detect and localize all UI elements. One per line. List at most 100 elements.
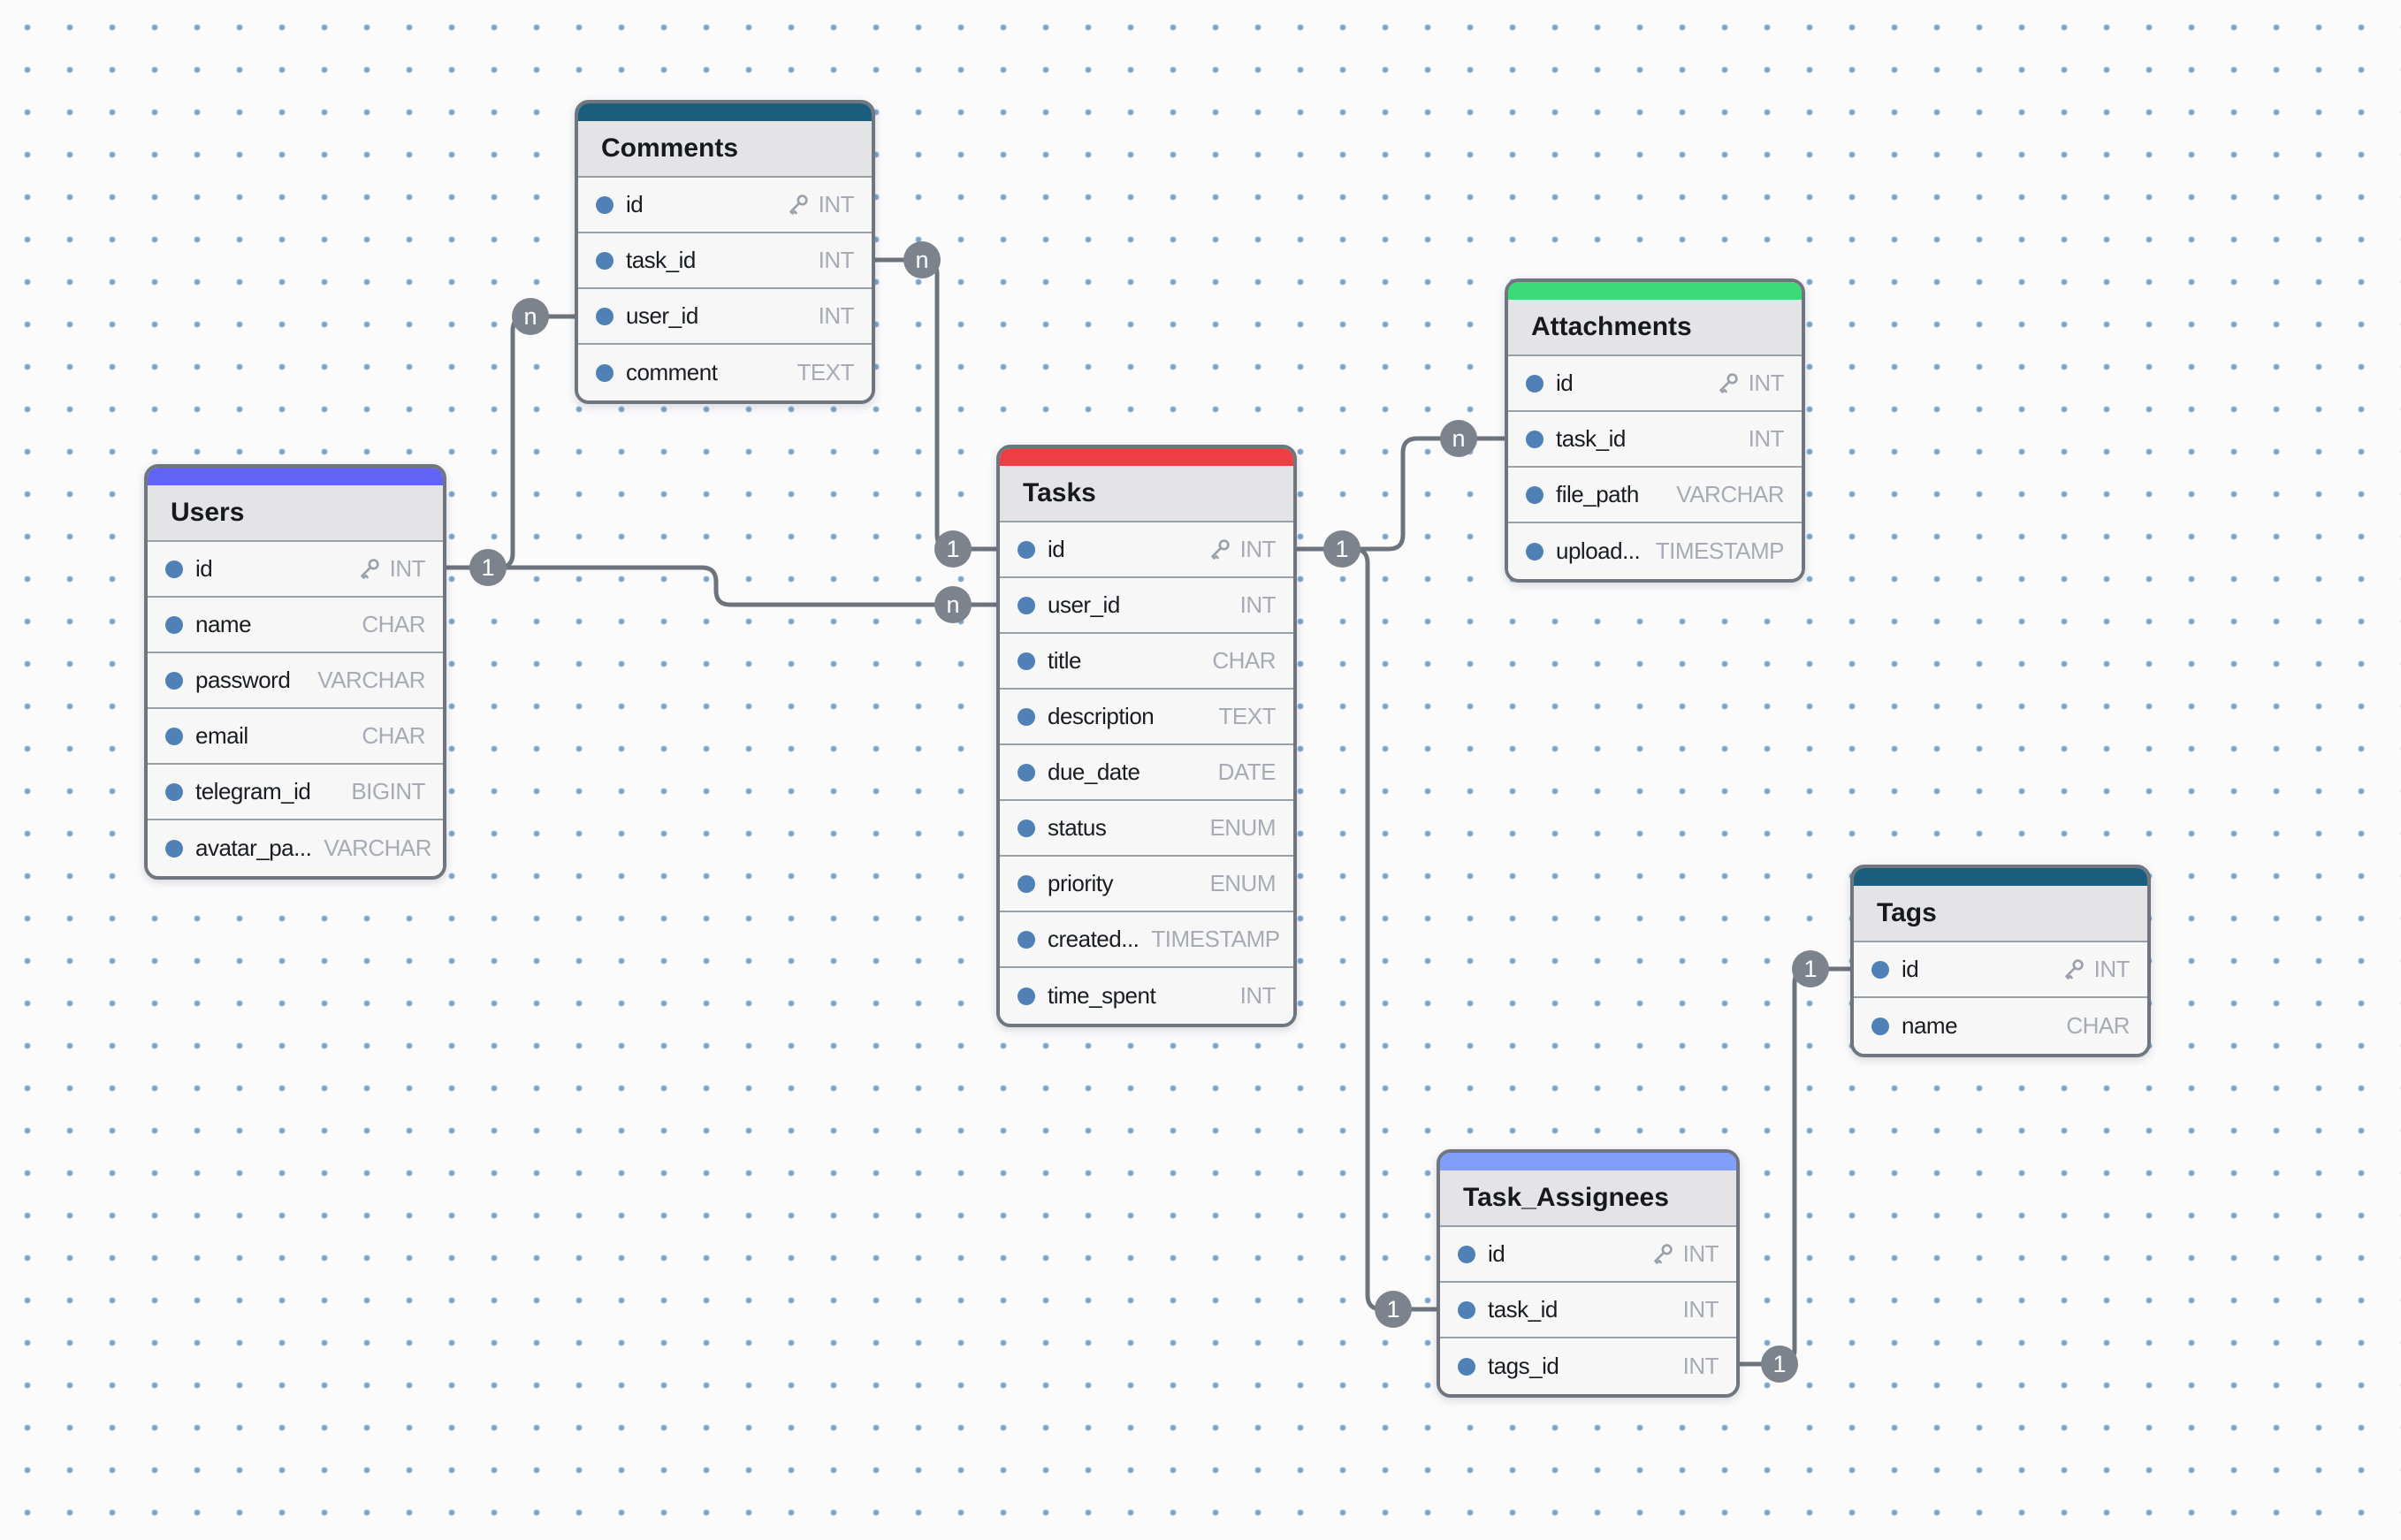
field-type: INT — [1748, 425, 1785, 452]
field-type: TEXT — [1218, 703, 1277, 729]
table-task-assignees[interactable]: Task_Assignees id INT task_id INT tags_i… — [1437, 1149, 1740, 1398]
field-row[interactable]: task_id INT — [578, 233, 872, 289]
relationship-line-tags-assignees[interactable] — [1737, 966, 1853, 1367]
field-row[interactable]: name CHAR — [148, 598, 443, 653]
field-type: TIMESTAMP — [1151, 926, 1280, 952]
cardinality-badge: 1 — [934, 530, 972, 568]
primary-key-icon — [2064, 958, 2084, 980]
svg-text:1: 1 — [1335, 536, 1348, 562]
field-row[interactable]: due_date DATE — [1000, 745, 1293, 801]
table-title: Attachments — [1508, 300, 1802, 356]
svg-text:1: 1 — [481, 554, 494, 581]
field-name: id — [1902, 956, 1919, 982]
cardinality-badge: 1 — [1375, 1291, 1412, 1328]
field-row[interactable]: status ENUM — [1000, 801, 1293, 857]
table-accent-strip — [578, 103, 872, 121]
table-attachments[interactable]: Attachments id INT task_id INT file_path… — [1505, 278, 1805, 583]
table-users[interactable]: Users id INT name CHAR password VARCHAR … — [144, 464, 446, 880]
table-tasks[interactable]: Tasks id INT user_id INT title CHAR desc… — [996, 445, 1297, 1027]
field-dot-icon — [165, 727, 183, 745]
field-row[interactable]: id INT — [578, 178, 872, 233]
field-dot-icon — [596, 251, 614, 270]
field-row[interactable]: task_id INT — [1440, 1283, 1736, 1338]
field-name: telegram_id — [195, 778, 311, 804]
field-row[interactable]: id INT — [1440, 1227, 1736, 1283]
field-type: INT — [818, 191, 855, 217]
field-row[interactable]: upload... TIMESTAMP — [1508, 523, 1802, 579]
field-row[interactable]: id INT — [148, 542, 443, 598]
field-row[interactable]: task_id INT — [1508, 412, 1802, 468]
table-title: Tasks — [1000, 466, 1293, 522]
relationship-line-tasks-attachments[interactable] — [1294, 436, 1507, 552]
field-type: CHAR — [2066, 1012, 2130, 1039]
field-row[interactable]: time_spent INT — [1000, 968, 1293, 1024]
field-name: priority — [1048, 870, 1114, 896]
field-dot-icon — [1526, 542, 1544, 560]
field-type: INT — [818, 302, 855, 329]
field-row[interactable]: id INT — [1854, 942, 2147, 998]
table-accent-strip — [1440, 1153, 1736, 1170]
field-type: INT — [2093, 956, 2130, 982]
field-type: BIGINT — [351, 778, 425, 804]
cardinality-badge: n — [903, 241, 941, 278]
field-dot-icon — [1458, 1357, 1475, 1376]
field-row[interactable]: user_id INT — [578, 289, 872, 345]
field-name: id — [1488, 1240, 1505, 1267]
field-row[interactable]: file_path VARCHAR — [1508, 468, 1802, 523]
field-name: upload... — [1556, 537, 1641, 564]
field-row[interactable]: created... TIMESTAMP — [1000, 912, 1293, 968]
field-name: created... — [1048, 926, 1140, 952]
relationship-line-tasks-assignees[interactable] — [1294, 546, 1439, 1312]
field-row[interactable]: id INT — [1000, 522, 1293, 578]
cardinality-badge: 1 — [469, 549, 507, 586]
field-type: TEXT — [797, 359, 855, 385]
field-dot-icon — [1018, 652, 1035, 670]
table-accent-strip — [1854, 868, 2147, 886]
primary-key-icon — [789, 194, 808, 215]
field-dot-icon — [1018, 596, 1035, 614]
relationship-line-users-tasks[interactable] — [444, 565, 999, 607]
field-type: INT — [389, 555, 426, 582]
field-row[interactable]: comment TEXT — [578, 345, 872, 400]
field-dot-icon — [1458, 1245, 1475, 1263]
field-row[interactable]: avatar_pa... VARCHAR — [148, 820, 443, 876]
field-row[interactable]: name CHAR — [1854, 998, 2147, 1054]
relationship-line-comments-tasks[interactable] — [873, 257, 999, 552]
field-dot-icon — [1018, 540, 1035, 559]
field-row[interactable]: description TEXT — [1000, 690, 1293, 745]
table-tags[interactable]: Tags id INT name CHAR — [1850, 865, 2151, 1057]
field-row[interactable]: title CHAR — [1000, 634, 1293, 690]
field-name: file_path — [1556, 481, 1639, 507]
field-name: email — [195, 722, 248, 749]
field-row[interactable]: user_id INT — [1000, 578, 1293, 634]
field-row[interactable]: password VARCHAR — [148, 653, 443, 709]
field-row[interactable]: priority ENUM — [1000, 857, 1293, 912]
relationship-line-users-comments[interactable] — [444, 314, 577, 570]
field-type: INT — [1239, 591, 1277, 618]
field-name: comment — [626, 359, 718, 385]
svg-text:n: n — [1452, 425, 1465, 452]
field-row[interactable]: tags_id INT — [1440, 1338, 1736, 1394]
field-type: VARCHAR — [1676, 481, 1784, 507]
table-comments[interactable]: Comments id INT task_id INT user_id INT … — [575, 100, 875, 404]
field-row[interactable]: id INT — [1508, 356, 1802, 412]
field-name: user_id — [1048, 591, 1120, 618]
svg-text:1: 1 — [1803, 956, 1817, 982]
field-dot-icon — [1871, 1017, 1889, 1035]
field-type: DATE — [1217, 759, 1277, 785]
primary-key-icon — [360, 558, 379, 579]
field-row[interactable]: email CHAR — [148, 709, 443, 765]
cardinality-badge: n — [934, 586, 972, 623]
svg-text:n: n — [523, 303, 537, 330]
field-row[interactable]: telegram_id BIGINT — [148, 765, 443, 820]
field-name: id — [1048, 536, 1065, 562]
cardinality-badge: n — [512, 298, 549, 335]
field-name: id — [1556, 370, 1574, 396]
svg-text:n: n — [915, 247, 928, 273]
field-dot-icon — [596, 307, 614, 325]
field-type: VARCHAR — [324, 835, 432, 861]
field-name: user_id — [626, 302, 698, 329]
field-type: CHAR — [1212, 647, 1276, 674]
